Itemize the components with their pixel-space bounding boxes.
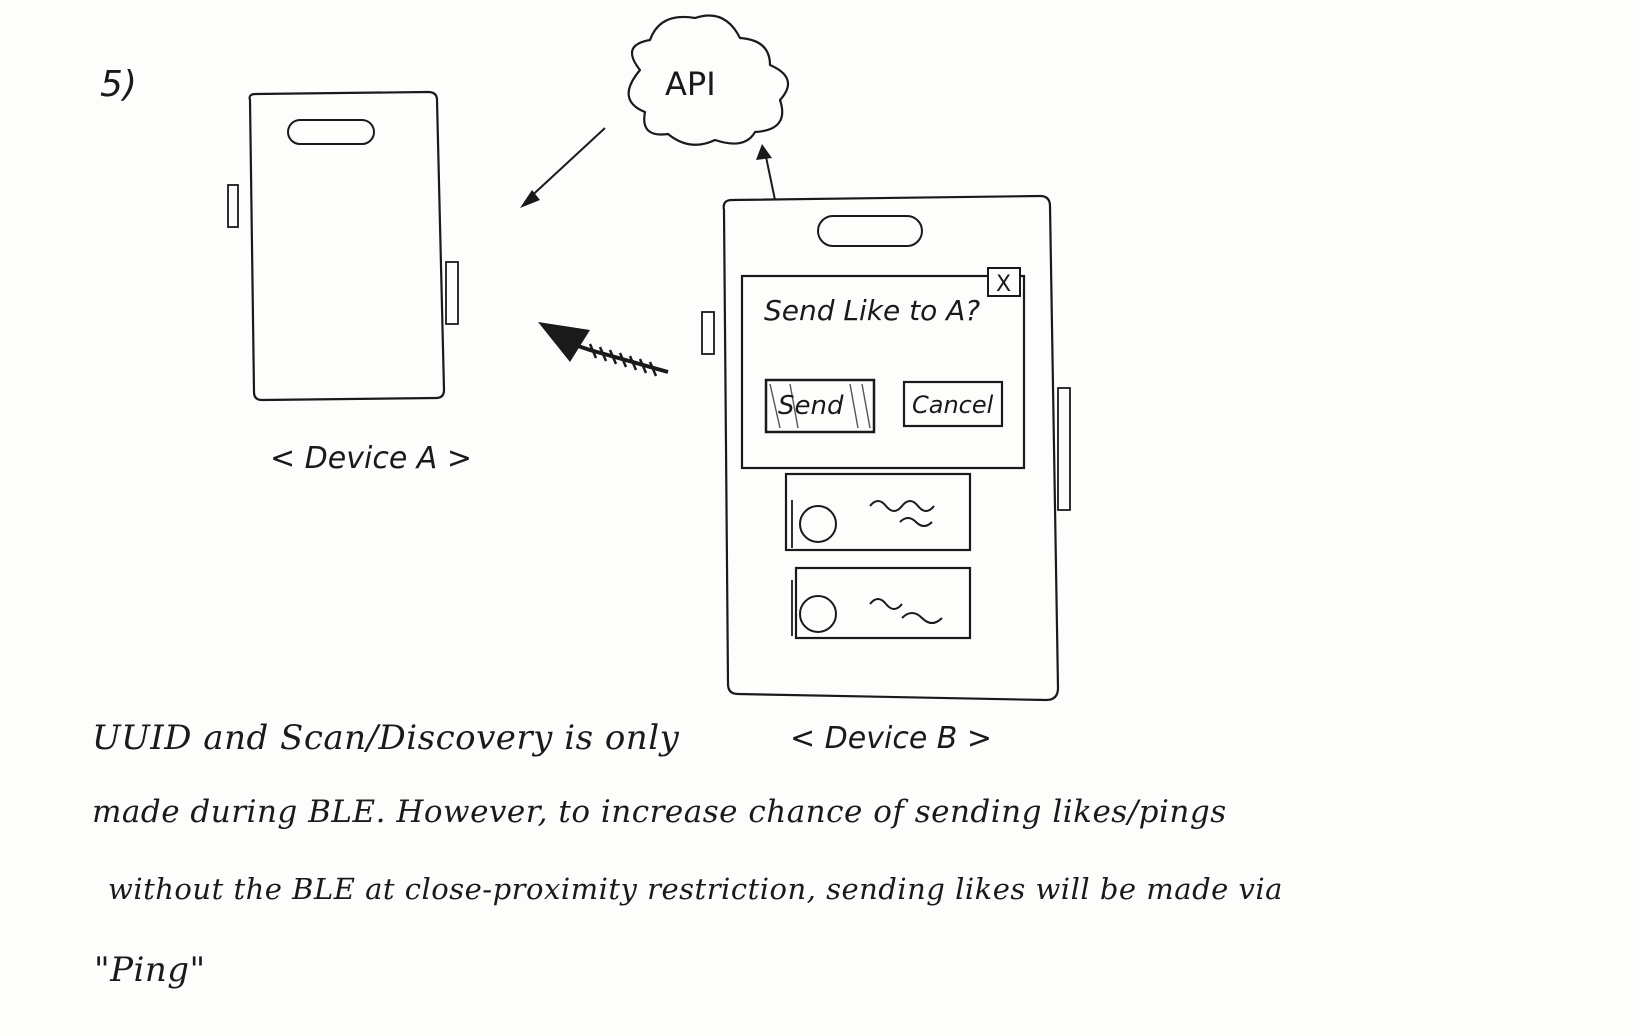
device-a-side-button-right bbox=[445, 261, 459, 325]
avatar-icon bbox=[799, 505, 837, 543]
device-b-speaker bbox=[817, 215, 923, 247]
note-line-2: made during BLE. However, to increase ch… bbox=[92, 794, 1227, 830]
device-b-phone: Send Like to A? X Send Cancel bbox=[701, 194, 1071, 702]
avatar-icon bbox=[799, 595, 837, 633]
device-a-phone bbox=[227, 90, 459, 402]
list-item[interactable] bbox=[791, 566, 972, 640]
send-button-label: Send bbox=[778, 391, 844, 421]
cancel-button-label: Cancel bbox=[912, 391, 994, 419]
api-cloud: API bbox=[627, 14, 790, 146]
device-b-caption: < Device B > bbox=[790, 721, 992, 756]
device-b-side-button-right bbox=[1057, 387, 1071, 511]
device-a-speaker bbox=[287, 119, 375, 145]
ble-arrow bbox=[538, 322, 669, 377]
dialog-close-button[interactable]: X bbox=[987, 267, 1021, 297]
api-to-device-a-arrow bbox=[520, 127, 606, 208]
cancel-button[interactable]: Cancel bbox=[902, 380, 1004, 428]
list-item-text-scribble bbox=[869, 598, 943, 624]
note-line-3: without the BLE at close-proximity restr… bbox=[108, 872, 1283, 906]
page-label: 5) bbox=[100, 64, 137, 105]
note-line-4: "Ping" bbox=[94, 950, 206, 990]
device-b-side-button bbox=[701, 311, 715, 355]
api-label: API bbox=[665, 65, 716, 103]
close-icon: X bbox=[996, 272, 1011, 297]
send-button[interactable]: Send bbox=[764, 378, 876, 434]
list-item[interactable] bbox=[784, 472, 972, 552]
device-b-to-api-arrow bbox=[756, 144, 776, 201]
note-line-1: UUID and Scan/Discovery is only bbox=[92, 718, 680, 758]
device-a-caption: < Device A > bbox=[270, 441, 472, 476]
dialog-prompt: Send Like to A? bbox=[764, 294, 980, 327]
device-a-side-button bbox=[227, 184, 239, 228]
send-like-dialog: Send Like to A? X Send Cancel bbox=[740, 267, 1026, 470]
list-item-text-scribble bbox=[869, 500, 935, 527]
